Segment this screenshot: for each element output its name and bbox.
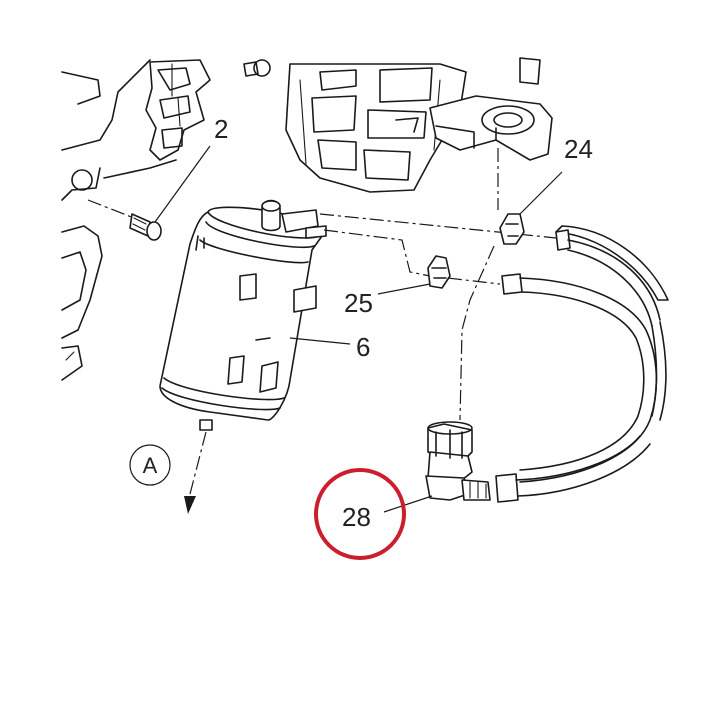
vent-valve-housing xyxy=(285,63,467,193)
callout-part-28: 28 xyxy=(342,502,371,532)
leader-part-25 xyxy=(377,283,431,295)
callout-part-6: 6 xyxy=(356,332,370,362)
callout-part-25: 25 xyxy=(344,288,373,318)
connector-axis-line xyxy=(459,148,499,421)
leader-part-28 xyxy=(383,495,433,513)
hose-clamp-assembly xyxy=(429,57,553,161)
upper-mount-bracket xyxy=(145,59,271,161)
leader-part-2 xyxy=(154,145,211,223)
clip-part-25 xyxy=(427,255,451,289)
screw-part-2 xyxy=(129,213,162,241)
leader-part-6 xyxy=(289,337,351,345)
view-a-axis-line xyxy=(189,431,207,495)
elbow-connector-part-28 xyxy=(425,421,491,501)
highlight-ring-part-28 xyxy=(314,468,406,560)
lower-hose-axis-line xyxy=(323,229,501,285)
upper-hose-axis-line xyxy=(319,213,557,239)
callout-part-24: 24 xyxy=(564,134,593,164)
view-marker-letter: A xyxy=(143,453,158,478)
leader-part-24 xyxy=(519,171,563,215)
screw-axis-line xyxy=(87,199,135,219)
callout-part-2: 2 xyxy=(214,114,228,144)
clip-part-24 xyxy=(499,213,525,245)
left-frame-bracket xyxy=(61,59,177,381)
vent-hose-assembly xyxy=(495,225,669,503)
carbon-canister-part-6 xyxy=(159,199,327,431)
view-marker-circle xyxy=(129,444,171,486)
view-a-arrow xyxy=(184,496,196,514)
